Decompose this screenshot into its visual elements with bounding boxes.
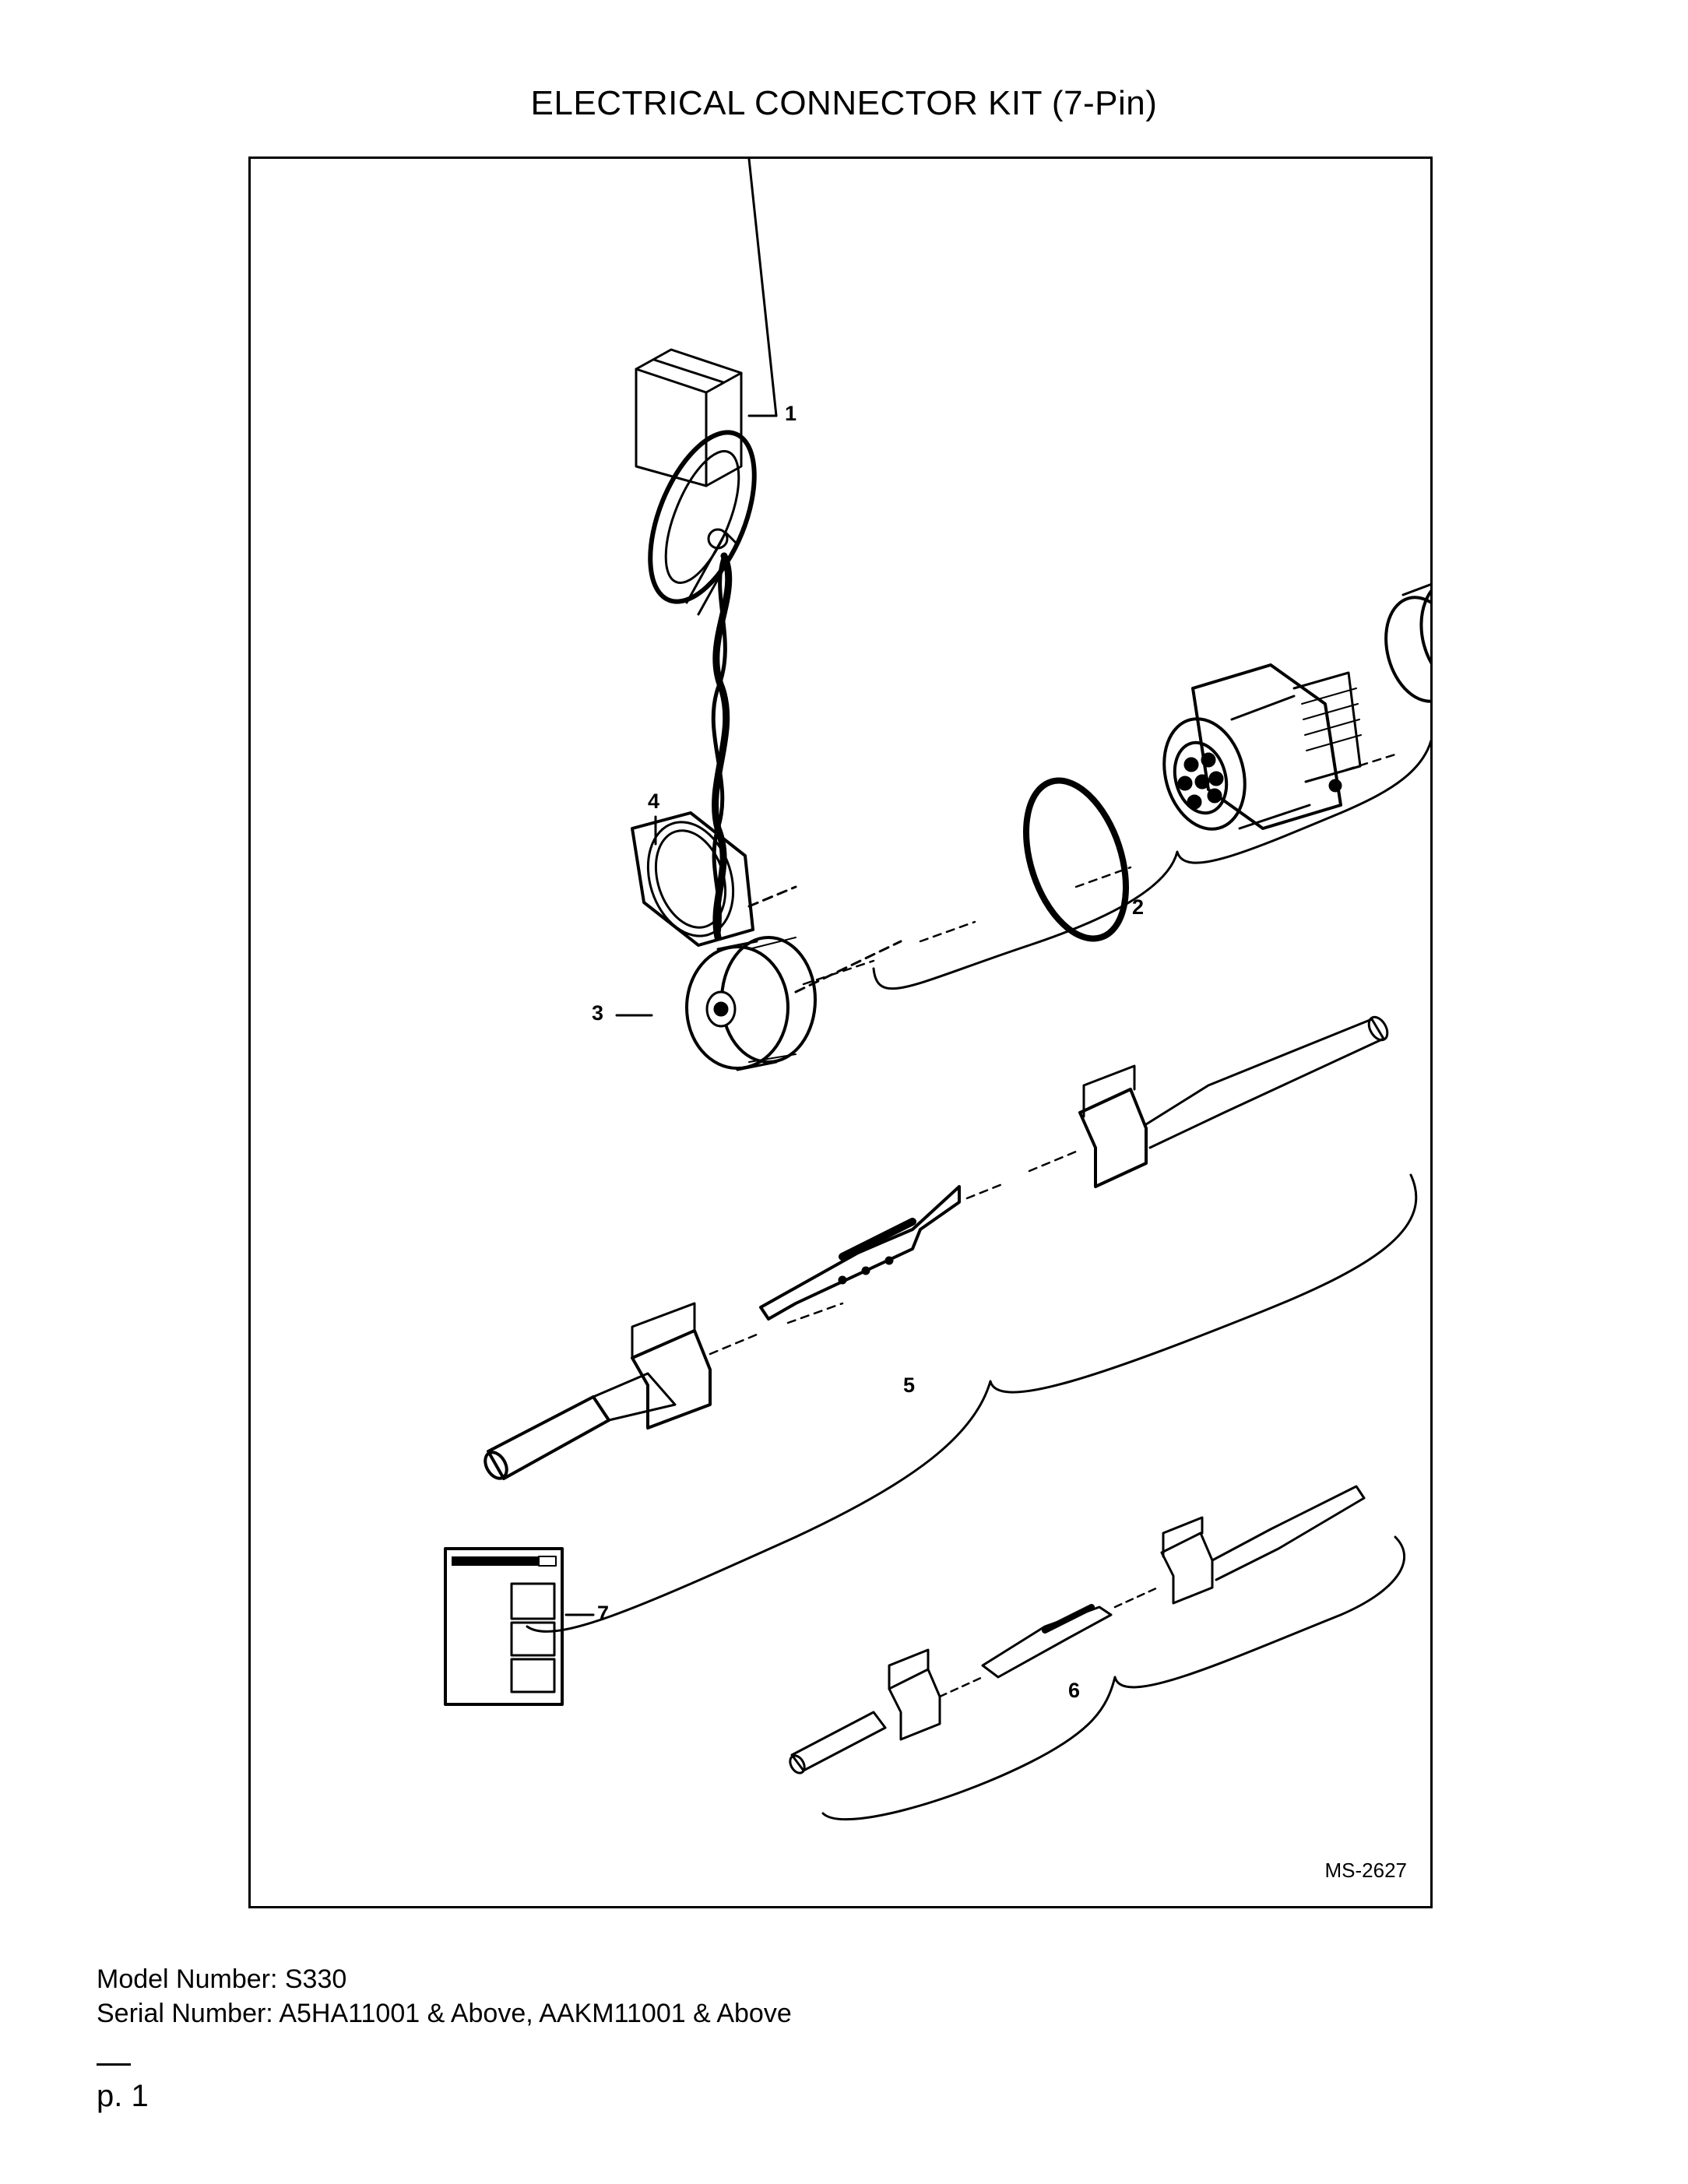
exploded-parts-drawing [444, 159, 1430, 1821]
callout-3: 3 [592, 1001, 604, 1025]
callout-6: 6 [1068, 1679, 1081, 1702]
part-3-dust-cap [615, 430, 817, 1071]
bracket-6 [821, 1535, 1405, 1821]
callout-7: 7 [597, 1602, 610, 1625]
o-ring [1023, 777, 1129, 942]
callout-4: 4 [648, 790, 660, 813]
page-title: ELECTRICAL CONNECTOR KIT (7-Pin) [530, 84, 1158, 122]
model-info: Model Number: S330 Serial Number: A5HA11… [97, 1962, 792, 2031]
illustration-frame: 1 2 3 4 5 6 7 MS-2627 [248, 157, 1433, 1908]
part-6-contacts-small [789, 1485, 1366, 1774]
serial-number: Serial Number: A5HA11001 & Above, AAKM11… [97, 1999, 792, 2028]
model-number: Model Number: S330 [97, 1964, 347, 1994]
callout-5: 5 [903, 1373, 916, 1397]
figure-id: MS-2627 [1324, 1859, 1408, 1882]
bracket-2 [872, 739, 1430, 990]
page-number: p. 1 [97, 2079, 149, 2113]
part-4-jam-nut [631, 811, 902, 994]
page-divider [97, 2063, 131, 2066]
callout-2: 2 [1132, 895, 1145, 919]
part-7-instruction-sheet [444, 1547, 595, 1706]
callout-1: 1 [785, 402, 797, 425]
coupling-nut [1384, 575, 1430, 703]
bracket-5 [526, 1173, 1418, 1633]
part-2-receptacle [1162, 663, 1362, 831]
part-1-box [635, 159, 778, 487]
part-5-contacts-large [484, 1015, 1389, 1480]
